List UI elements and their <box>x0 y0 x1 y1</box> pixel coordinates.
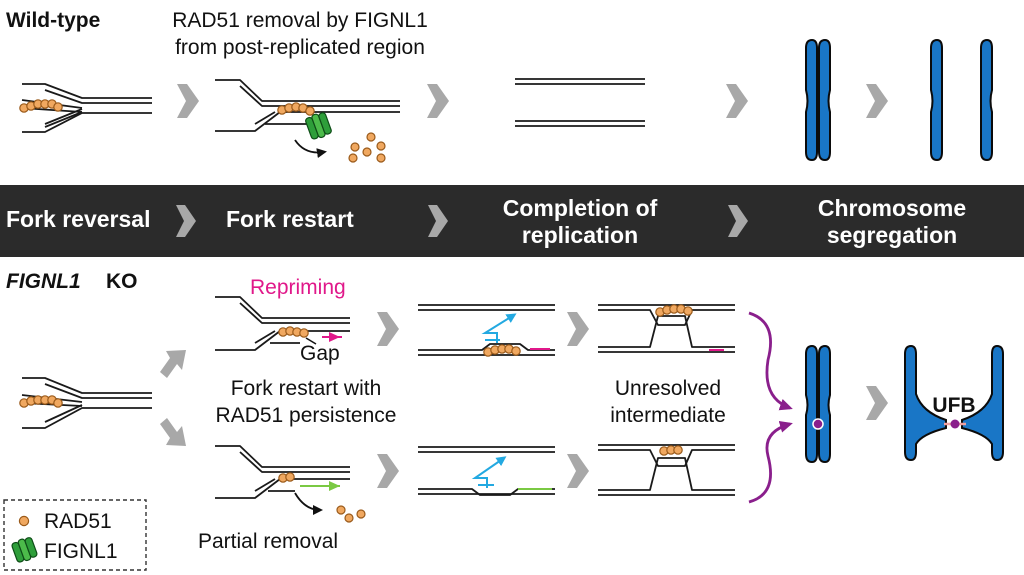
stage-band <box>0 185 1024 257</box>
rad51-filament <box>278 326 309 338</box>
legend-rad51: RAD51 <box>44 510 112 533</box>
purple-converge-arrow-top <box>748 311 793 411</box>
stage-arrow <box>427 84 449 118</box>
rad51-filament <box>655 304 693 317</box>
repriming-label: Repriming <box>250 276 346 299</box>
legend-fignl1: FIGNL1 <box>44 540 118 563</box>
wild-type-title: Wild-type <box>6 9 100 32</box>
stage-arrow <box>728 205 748 237</box>
partial-removal-label: Partial removal <box>198 530 338 553</box>
stage-arrow <box>726 84 748 118</box>
wt-chromosome <box>805 38 831 162</box>
rad51-filament <box>19 99 63 113</box>
band-fork-reversal: Fork reversal <box>6 206 150 232</box>
rad51-filament <box>659 445 683 456</box>
band-fork-restart: Fork restart <box>226 206 354 232</box>
band-completion-line2: replication <box>522 222 638 248</box>
unresolved-line1: Unresolved <box>615 377 721 400</box>
wt-caption-line2: from post-replicated region <box>175 36 425 59</box>
purple-converge-arrow-bottom <box>748 420 793 504</box>
wt-caption-line1: RAD51 removal by FIGNL1 <box>172 9 428 32</box>
band-segregation-line1: Chromosome <box>818 195 966 221</box>
fork-restart-persistence-line1: Fork restart with <box>231 377 382 400</box>
wt-reversed-fork <box>19 83 152 133</box>
band-completion-line1: Completion of <box>503 195 658 221</box>
ko-title-suffix: KO <box>106 270 138 293</box>
stage-arrow <box>377 454 399 488</box>
wt-fork-restart <box>215 79 400 163</box>
ko-title-gene: FIGNL1 <box>6 270 81 293</box>
branch-arrow-down <box>160 418 186 446</box>
rad51-legend-icon <box>18 515 30 527</box>
ko-upper-replication <box>418 304 555 357</box>
ufb-label: UFB <box>932 394 975 417</box>
ko-lower-replication <box>418 446 555 496</box>
released-rad51 <box>336 505 366 523</box>
ko-reversed-fork <box>19 377 152 429</box>
rad51-filament <box>19 395 63 408</box>
ko-partial-removal-fork <box>215 445 366 523</box>
ko-chromosome <box>805 344 831 464</box>
ko-repriming-fork <box>215 296 350 351</box>
stage-arrow <box>567 312 589 346</box>
stage-arrow <box>866 84 888 118</box>
ko-lower-intermediate <box>598 444 735 496</box>
wt-segregated-chromatids <box>930 38 993 162</box>
band-segregation-line2: segregation <box>827 222 957 248</box>
released-rad51 <box>348 132 386 163</box>
gap-label: Gap <box>300 342 340 365</box>
stage-arrow <box>377 312 399 346</box>
stage-arrow <box>176 205 196 237</box>
legend: RAD51 FIGNL1 <box>3 499 147 571</box>
unresolved-line2: intermediate <box>610 404 726 427</box>
rad51-filament <box>483 344 521 357</box>
wt-completed-duplex <box>515 78 645 127</box>
stage-arrow <box>177 84 199 118</box>
branch-arrow-up <box>160 350 186 378</box>
rad51-filament <box>278 472 295 483</box>
stage-arrow <box>866 386 888 420</box>
rad51-filament <box>277 102 315 116</box>
fignl1-legend-icon <box>11 537 38 563</box>
fignl1-hexamer-icon <box>305 112 332 140</box>
ufb-anaphase-bridge <box>904 344 1004 462</box>
stage-arrow <box>567 454 589 488</box>
fork-restart-persistence-line2: RAD51 persistence <box>216 404 397 427</box>
ko-upper-intermediate <box>598 304 735 353</box>
stage-arrow <box>428 205 448 237</box>
